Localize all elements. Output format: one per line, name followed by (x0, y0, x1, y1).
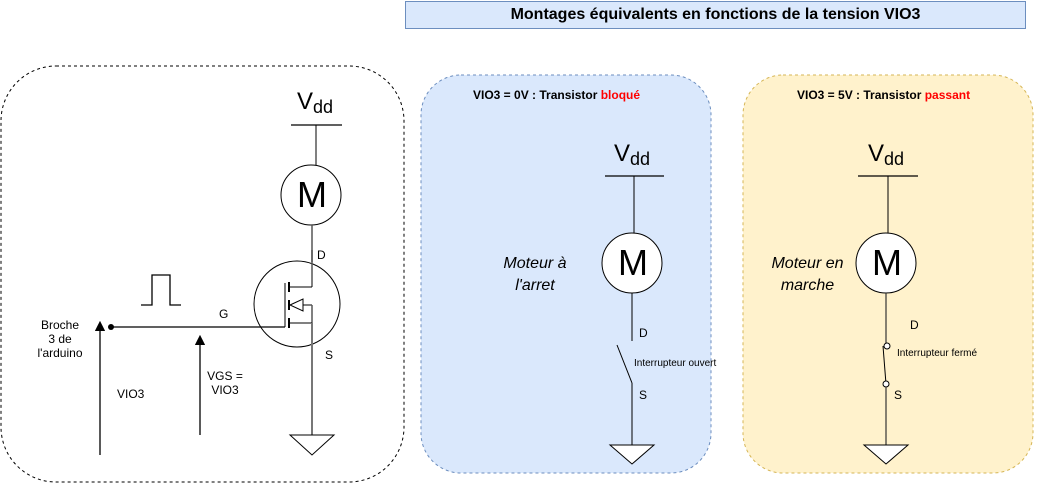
ground-icon (862, 444, 910, 465)
mosfet-symbol (253, 250, 341, 435)
vio3-label: VIO3 (117, 387, 145, 401)
vdd-label: Vdd (297, 88, 334, 117)
on-heading: VIO3 = 5V : Transistor passant (797, 88, 971, 102)
motor-state-label: Moteur à l'arret (503, 255, 567, 294)
open-switch (616, 344, 633, 384)
motor-label: M (872, 242, 902, 283)
title-text: Montages équivalents en fonctions de la … (510, 6, 921, 23)
state-on: passant (924, 88, 971, 102)
switch-label: Interrupteur ouvert (634, 358, 717, 369)
motor-symbol (280, 164, 342, 226)
left-panel-frame (0, 65, 405, 483)
drain-label: D (639, 326, 648, 340)
motor-label: M (618, 242, 648, 283)
square-pulse-icon (141, 274, 181, 306)
switch-contact-top (883, 342, 891, 350)
source-label: S (894, 388, 903, 402)
ground-icon (288, 434, 336, 456)
switch-contact-bottom (882, 380, 890, 388)
motor-state-label: Moteur en marche (771, 255, 844, 294)
diagram-title: Montages équivalents en fonctions de la … (405, 1, 1026, 29)
vgs-label: VGS = VIO3 (207, 369, 243, 397)
blocked-heading: VIO3 = 0V : Transistor bloqué (473, 88, 641, 102)
drain-label: D (910, 318, 919, 332)
motor-label: M (297, 174, 327, 215)
source-label: S (639, 388, 648, 402)
source-label: S (325, 348, 334, 362)
vdd-label: Vdd (614, 140, 651, 169)
blocked-panel-frame (420, 74, 712, 474)
pin-label: Broche 3 de l'arduino (37, 318, 83, 360)
gate-label: G (219, 307, 229, 321)
switch-label: Interrupteur fermé (897, 348, 978, 359)
pin-node (108, 324, 114, 330)
closed-switch (882, 345, 887, 385)
vdd-label: Vdd (868, 140, 905, 169)
drain-label: D (317, 248, 326, 262)
state-blocked: bloqué (600, 88, 641, 102)
ground-icon (608, 444, 656, 465)
